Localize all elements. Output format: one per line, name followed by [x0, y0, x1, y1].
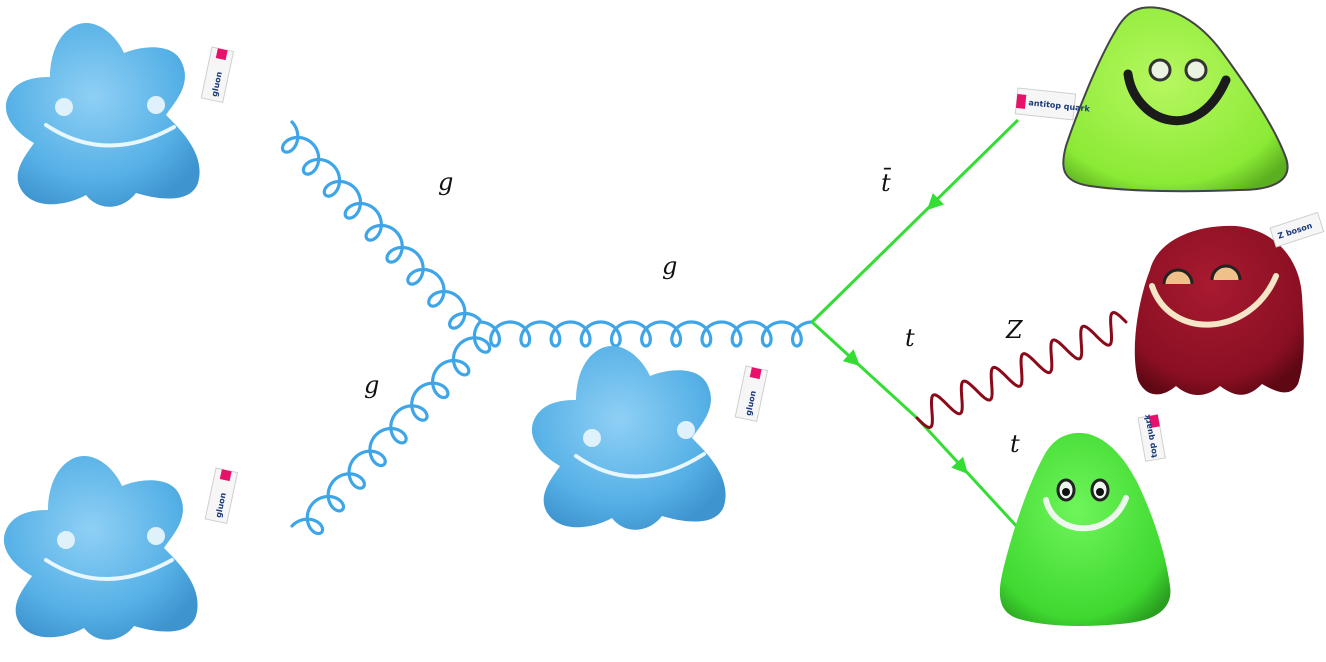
label-z-boson: Z — [1005, 316, 1024, 344]
label-top-internal: t — [905, 324, 915, 352]
antitop-quark-plush: antitop quark — [1014, 6, 1289, 193]
top-quark-plush: top quark — [999, 413, 1171, 626]
gluon-line-lower — [290, 320, 492, 536]
gluon-plush-top-left: gluon — [5, 23, 235, 207]
label-antitop: t̄ — [881, 168, 892, 197]
antitop-line — [810, 118, 1020, 324]
top-out-line — [915, 416, 1022, 532]
label-gluon-upper: g — [438, 168, 453, 196]
z-boson-line — [915, 311, 1128, 429]
top-internal-line — [810, 320, 919, 420]
gluon-plush-middle: gluon — [531, 346, 769, 530]
label-top-out: t — [1010, 430, 1020, 458]
gluon-line-upper — [280, 120, 482, 330]
gluon-propagator-line — [478, 320, 814, 348]
z-boson-plush: Z boson — [1134, 211, 1325, 395]
label-gluon-lower: g — [364, 371, 379, 399]
label-gluon-propagator: g — [662, 252, 677, 280]
gluon-plush-bottom-left: gluon — [3, 456, 239, 640]
